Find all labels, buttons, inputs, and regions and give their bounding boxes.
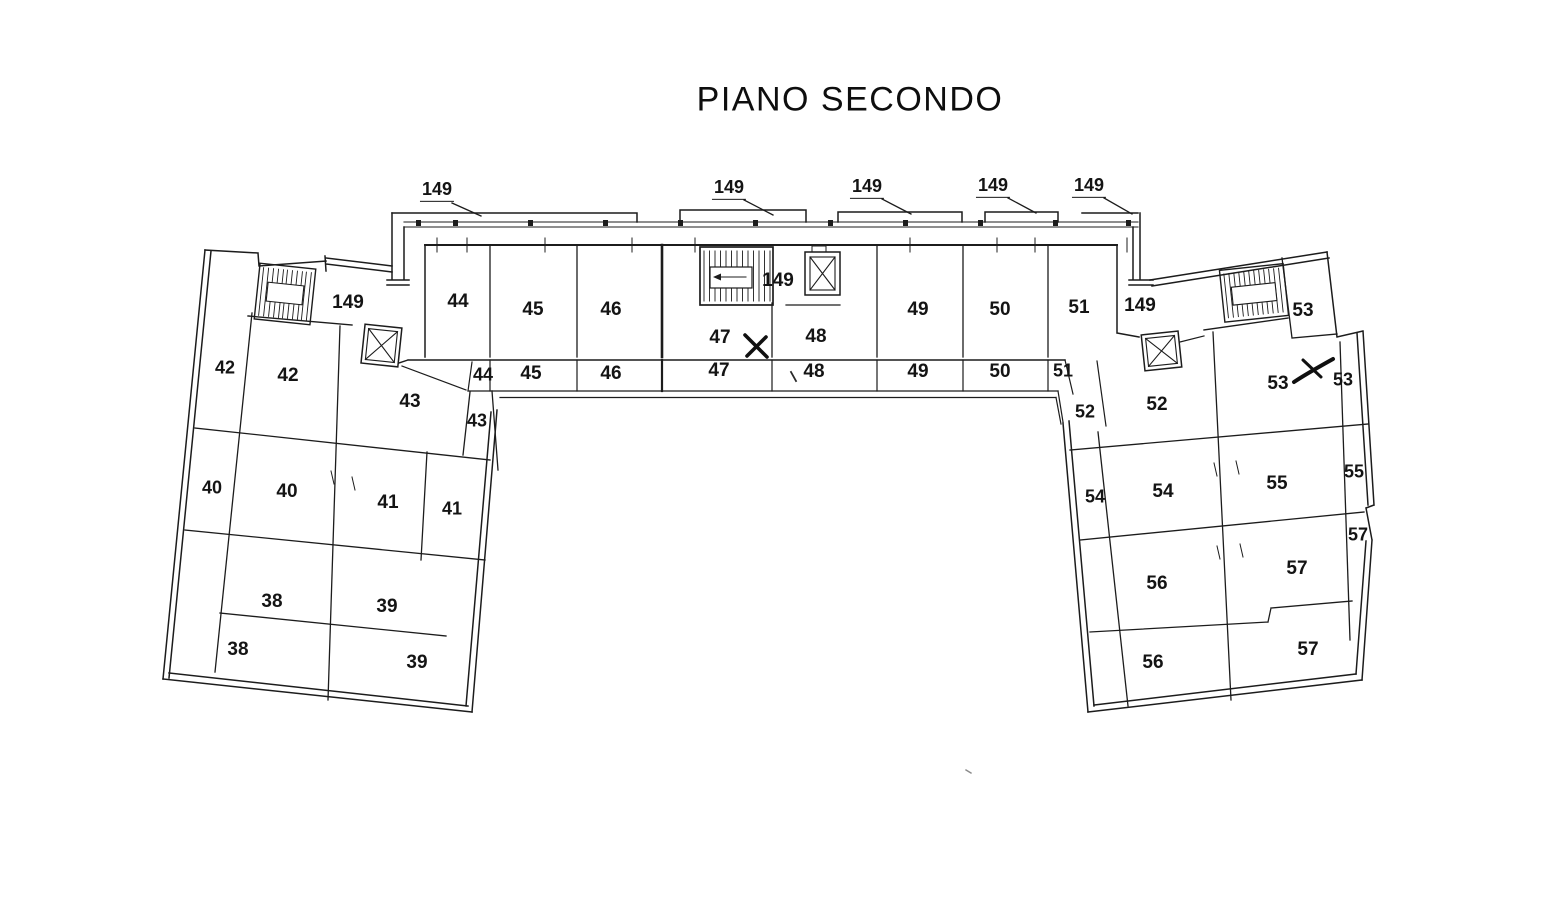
plan-title: PIANO SECONDO	[696, 80, 1004, 119]
handwritten-x-mark	[743, 333, 769, 359]
callout-leader-lines	[451, 197, 1133, 217]
right-wing-stairs-icon	[1218, 262, 1290, 323]
balcony-outline	[324, 209, 1330, 287]
left-wing-walls	[162, 249, 499, 713]
central-rooms-walls	[424, 237, 1140, 359]
central-elevator-icon	[804, 245, 841, 296]
corridor-walls	[398, 358, 1107, 427]
right-wing-elevator-icon	[1140, 330, 1183, 372]
balcony-railing	[403, 220, 1139, 228]
stray-pen-marks	[789, 370, 972, 774]
right-wing-walls	[1062, 251, 1375, 713]
handwritten-bird-mark	[1292, 357, 1335, 384]
left-wing-elevator-icon	[360, 323, 403, 368]
left-wing-stairs-icon	[253, 262, 317, 326]
central-stairs-icon	[699, 246, 841, 306]
